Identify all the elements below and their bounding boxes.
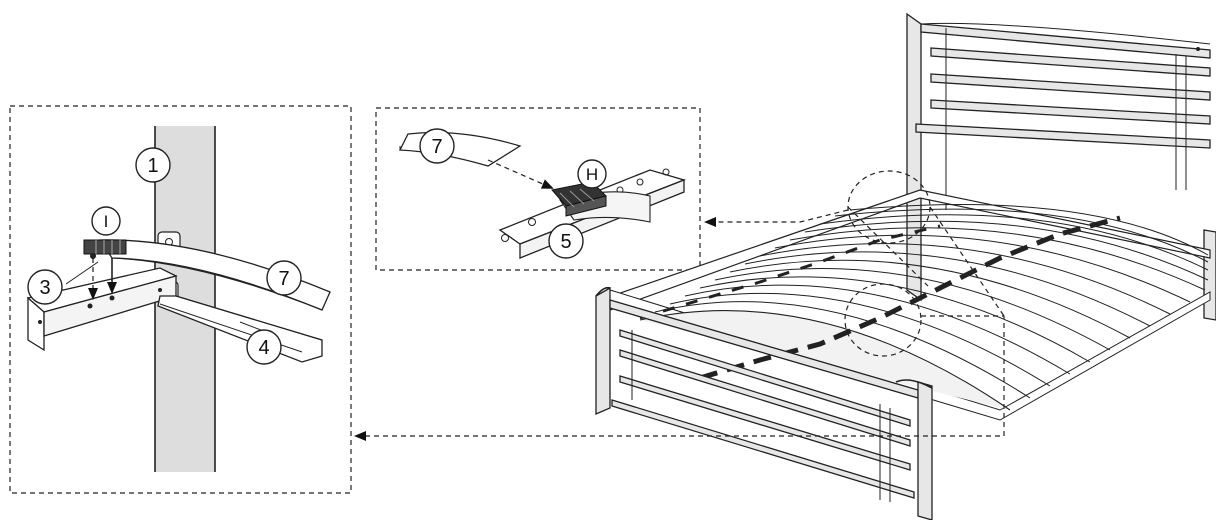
- panel-border-left: [9, 105, 352, 494]
- detail-panel-top: [375, 107, 701, 271]
- callout-4: 4: [246, 329, 282, 365]
- center-strip-bed: [699, 215, 1121, 381]
- callout-7-top-label: 7: [431, 136, 442, 158]
- callout-1: 1: [135, 147, 171, 183]
- arrow-left-icon: [704, 209, 849, 227]
- bed-illustration: [595, 12, 1216, 520]
- callout-5: 5: [548, 223, 584, 259]
- callout-7-left-label: 7: [278, 268, 289, 290]
- arrow-left-icon: [354, 315, 1005, 441]
- callout-1-label: 1: [147, 155, 158, 177]
- dashed-circle-icon: [844, 283, 922, 357]
- callout-H: H: [577, 159, 607, 189]
- detail-panel-left: [9, 105, 352, 494]
- callout-H-label: H: [586, 165, 598, 184]
- connector-lines: [354, 206, 1005, 441]
- callout-3-label: 3: [39, 277, 50, 299]
- callout-4-label: 4: [258, 337, 269, 359]
- callout-3: 3: [27, 269, 63, 305]
- callout-5-label: 5: [560, 231, 571, 253]
- panel-border-top: [375, 107, 701, 271]
- callout-I-label: I: [104, 212, 109, 231]
- slat-holder-left: [83, 239, 127, 255]
- callout-7-top: 7: [419, 128, 455, 164]
- callout-7-left: 7: [266, 260, 302, 296]
- callout-I: I: [91, 206, 121, 236]
